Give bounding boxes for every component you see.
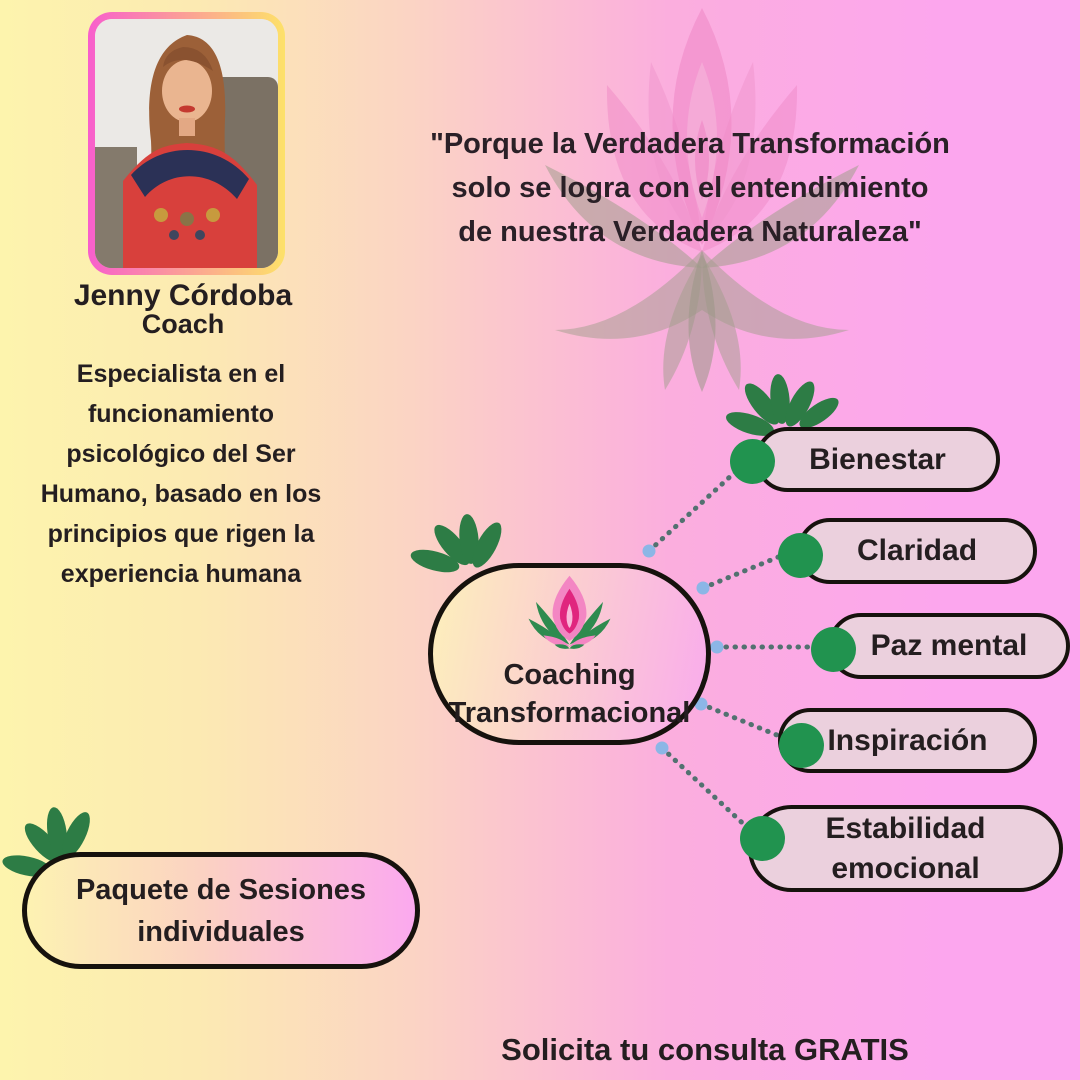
- green-dot-icon: [779, 723, 824, 768]
- leaf-cluster-icon: [410, 514, 502, 573]
- profile-description: Especialista en el funcionamiento psicol…: [24, 354, 338, 594]
- description-line: experiencia humana: [60, 560, 302, 588]
- green-dot-icon: [730, 439, 775, 484]
- profile-role: Coach: [141, 309, 225, 339]
- mindmap-center-node: Coaching Transformacional: [428, 563, 711, 745]
- description-line: psicológico del Ser: [66, 440, 296, 468]
- offer-line1: Paquete de Sesiones: [75, 873, 367, 906]
- center-node-label: Coaching Transformacional: [449, 656, 691, 732]
- cta-text: Solicita tu consulta GRATIS: [501, 1032, 909, 1067]
- green-dot-icon: [811, 627, 856, 672]
- node-label: Bienestar: [809, 442, 946, 476]
- mindmap-node-paz-mental: Paz mental: [811, 613, 1070, 679]
- quote-text: "Porque la Verdadera Transformación solo…: [400, 122, 980, 254]
- profile-photo: [95, 19, 278, 268]
- lotus-icon: [528, 575, 611, 649]
- mindmap-node-inspiracion: Inspiración: [778, 708, 1037, 773]
- offer-pill: Paquete de Sesiones individuales: [22, 852, 420, 969]
- green-dot-icon: [740, 816, 785, 861]
- description-line: Humano, basado en los: [40, 480, 322, 508]
- center-node-line1: Coaching: [503, 659, 636, 691]
- mindmap-node-estabilidad-emocional: Estabilidad emocional: [740, 805, 1063, 892]
- lotus-watermark-icon: [545, 8, 859, 392]
- node-label: Estabilidad emocional: [825, 811, 986, 885]
- leaf-cluster-icon: [726, 374, 839, 436]
- description-line: Especialista en el: [76, 360, 286, 388]
- node-label: Inspiración: [827, 723, 988, 757]
- center-node-line2: Transformacional: [448, 697, 691, 729]
- profile-name: Jenny Córdoba: [73, 279, 293, 312]
- profile-photo-frame: [88, 12, 285, 275]
- quote-line: solo se logra con el entendimiento: [451, 172, 929, 204]
- leaf-cluster-icon: [2, 807, 90, 877]
- mindmap-node-bienestar: Bienestar: [730, 427, 1000, 492]
- node-label: Paz mental: [870, 629, 1028, 662]
- description-line: funcionamiento: [87, 400, 275, 428]
- node-label: Claridad: [856, 534, 978, 567]
- quote-line: de nuestra Verdadera Naturaleza": [458, 216, 922, 248]
- green-dot-icon: [778, 533, 823, 578]
- quote-line: "Porque la Verdadera Transformación: [430, 128, 950, 160]
- offer-line2: individuales: [137, 915, 305, 948]
- profile-name-block: Jenny Córdoba Coach: [28, 280, 338, 338]
- description-line: principios que rigen la: [47, 520, 315, 548]
- mindmap-node-claridad: Claridad: [778, 518, 1037, 584]
